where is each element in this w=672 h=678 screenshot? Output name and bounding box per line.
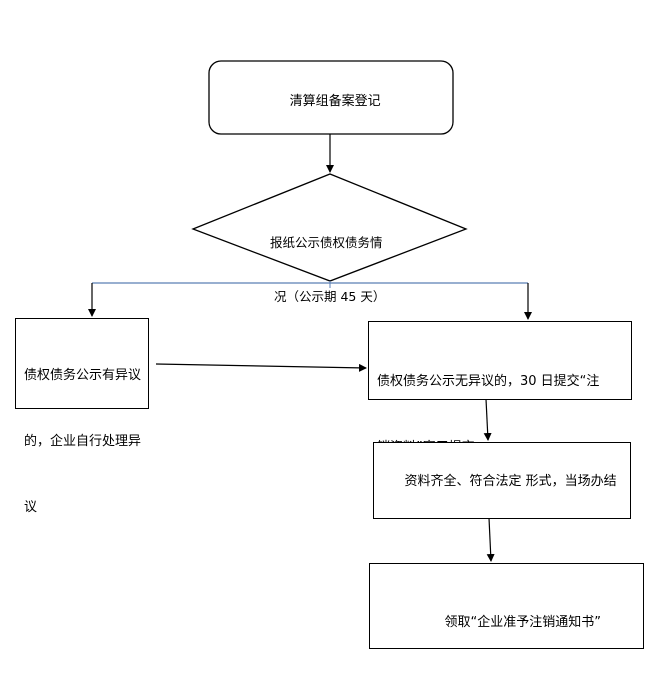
publish-label-line1: 报纸公示债权债务情 bbox=[270, 235, 383, 250]
objection-label-line1: 债权债务公示有异议 bbox=[24, 368, 142, 383]
complete-node: 资料齐全、符合法定 形式，当场办结 bbox=[373, 442, 631, 519]
complete-node-text: 资料齐全、符合法定 形式，当场办结 bbox=[388, 449, 628, 515]
arrow-to-complete bbox=[483, 398, 492, 441]
objection-label-line3: 议 bbox=[24, 500, 38, 515]
arrow-to-receive bbox=[486, 517, 495, 562]
receive-node: 领取“企业准予注销通知书” bbox=[369, 563, 644, 649]
no-objection-node: 债权债务公示无异议的，30 日提交“注 销资料”窗口提交 bbox=[368, 321, 632, 455]
register-label: 清算组备案登记 bbox=[289, 94, 381, 109]
complete-label: 资料齐全、符合法定 形式，当场办结 bbox=[404, 474, 617, 489]
no-objection-label-line1: 债权债务公示无异议的，30 日提交“注 bbox=[377, 374, 600, 389]
arrow-objection-to-no-objection bbox=[155, 363, 367, 372]
publish-node-text: 报纸公示债权债务情 况（公示期 45 天） bbox=[258, 198, 408, 324]
objection-node: 债权债务公示有异议 的，企业自行处理异 议 bbox=[15, 318, 149, 515]
register-node-shape bbox=[208, 60, 454, 135]
receive-label: 领取“企业准予注销通知书” bbox=[444, 615, 602, 630]
publish-label-line2: 况（公示期 45 天） bbox=[274, 289, 386, 304]
objection-node-text: 债权债务公示有异议 的，企业自行处理异 议 bbox=[24, 321, 148, 563]
receive-node-text: 领取“企业准予注销通知书” bbox=[428, 590, 643, 656]
objection-label-line2: 的，企业自行处理异 bbox=[24, 434, 142, 449]
register-node-text: 清算组备案登记 bbox=[209, 69, 453, 113]
